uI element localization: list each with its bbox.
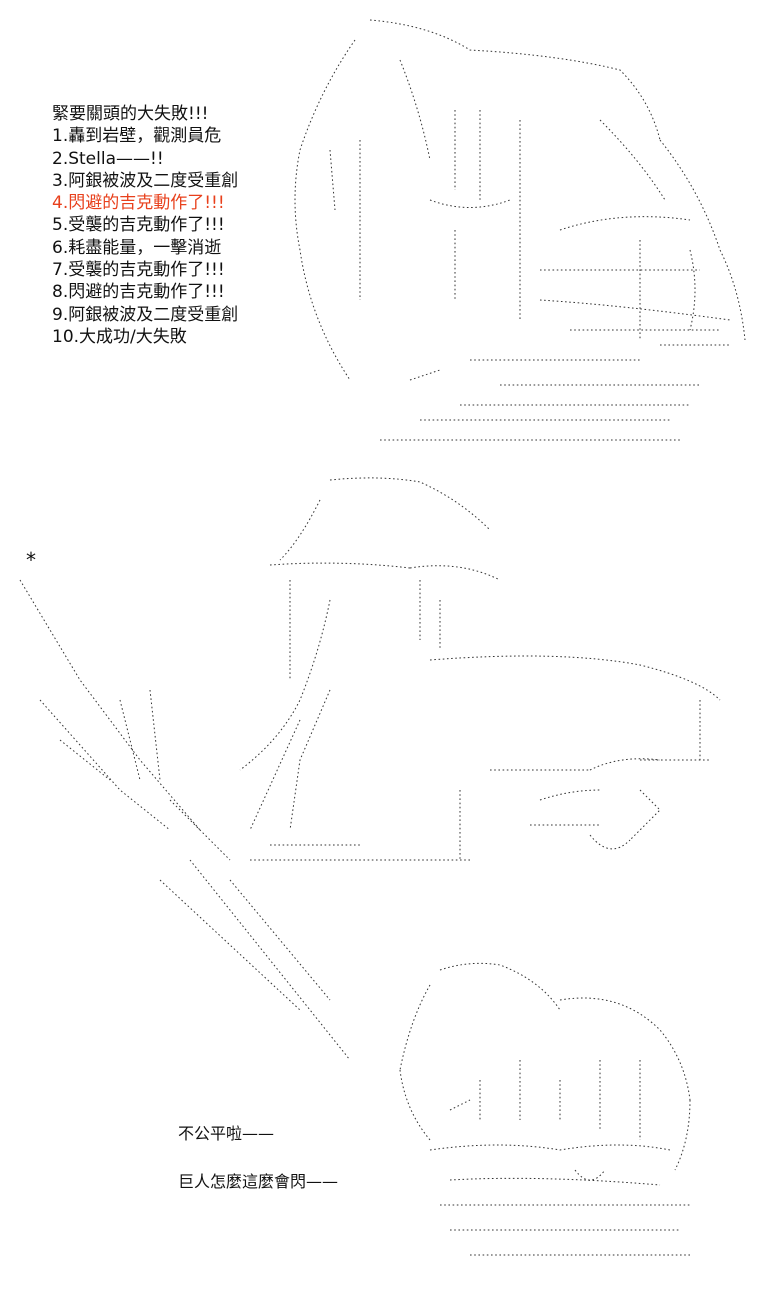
list-item: 6.耗盡能量，一擊消逝 <box>52 237 222 258</box>
character-bottom-art <box>399 962 691 1256</box>
list-item-highlighted: 4.閃避的吉克動作了!!! <box>52 193 225 214</box>
impact-lines-art <box>19 579 351 1061</box>
list-item: 8.閃避的吉克動作了!!! <box>52 282 225 303</box>
caption-dodge: 巨人怎麼這麼會閃—— <box>178 1172 339 1191</box>
list-heading: 緊要關頭的大失敗!!! <box>52 104 209 124</box>
outcome-list: 緊要關頭的大失敗!!! 1.轟到岩壁，觀測員危 2.Stella——!! 3.阿… <box>52 103 238 348</box>
list-item: 1.轟到岩壁，觀測員危 <box>52 126 222 147</box>
list-item: 7.受襲的吉克動作了!!! <box>52 260 225 281</box>
list-item: 5.受襲的吉克動作了!!! <box>52 215 225 236</box>
list-item: 2.Stella——!! <box>52 148 164 169</box>
character-top-art <box>294 19 746 441</box>
list-item: 10.大成功/大失敗 <box>52 326 187 347</box>
sparkle-star: * <box>26 548 36 572</box>
caption-unfair: 不公平啦—— <box>178 1124 275 1143</box>
character-middle-art <box>239 477 721 861</box>
list-item: 9.阿銀被波及二度受重創 <box>52 304 239 325</box>
list-item: 3.阿銀被波及二度受重創 <box>52 170 239 191</box>
